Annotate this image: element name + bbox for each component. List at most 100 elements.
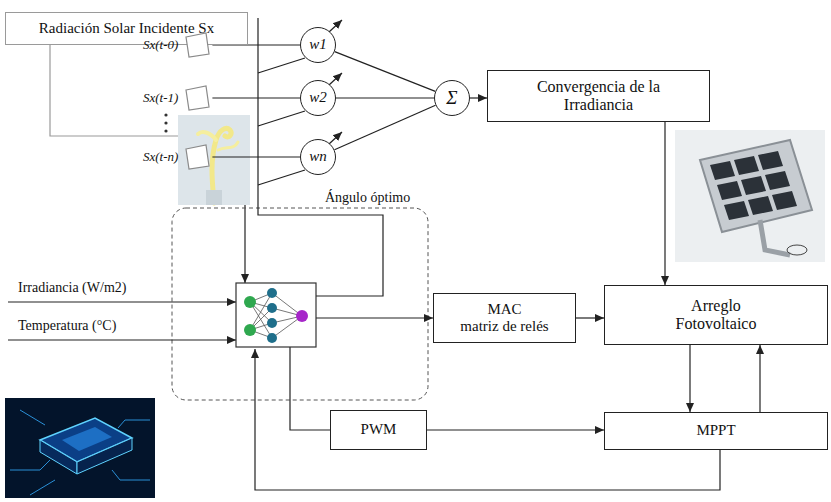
plant-leaf — [218, 142, 238, 150]
process-box: MACmatriz de relés — [433, 293, 576, 343]
chip-core — [62, 427, 112, 451]
sum-circle: Σ — [434, 80, 470, 116]
sample-register — [182, 85, 212, 111]
photo-ground — [178, 115, 250, 205]
connector — [470, 97, 487, 98]
drawing-part — [20, 410, 45, 425]
node-text: Convergencia de la Irradiancia — [514, 78, 684, 115]
register-outline — [186, 86, 209, 110]
connector — [335, 105, 436, 149]
plant-photo — [178, 115, 250, 205]
connector — [689, 345, 690, 412]
signal-arrow — [244, 205, 245, 283]
connector — [664, 122, 665, 285]
node-text: Σ — [446, 87, 457, 109]
connector — [336, 97, 434, 98]
process-box: MPPT — [604, 412, 828, 450]
node-text: MAC — [487, 301, 521, 318]
source-box: Radiación Solar Incidente Sx — [5, 12, 248, 45]
solar-panel-photo — [675, 130, 825, 262]
icon-frame — [236, 283, 316, 347]
drawing-part — [30, 480, 55, 495]
process-box: Convergencia de la Irradiancia — [487, 70, 710, 122]
node-text: wn — [309, 148, 327, 165]
panel-frame — [700, 140, 812, 232]
controller-region — [172, 208, 428, 400]
hidden-neuron — [267, 288, 277, 298]
sample-box: Sx(t-n) — [143, 144, 212, 170]
connector — [335, 52, 436, 92]
node-text: w2 — [309, 89, 327, 106]
input-neuron — [244, 296, 256, 308]
node-text: Arreglo Fotovoltaico — [651, 297, 781, 334]
signal-label: Ángulo óptimo — [325, 190, 410, 206]
panel-stand — [760, 220, 790, 255]
drawing-part — [710, 161, 735, 180]
ellipsis-dot — [164, 121, 167, 124]
weight-circle: w2 — [300, 80, 336, 116]
weight-control — [329, 20, 342, 32]
input-label: Irradiancia (W/m2) — [18, 280, 126, 296]
hidden-neuron — [267, 303, 277, 313]
sample-register — [182, 144, 212, 170]
weight-circle: wn — [300, 139, 336, 175]
signal-arrow — [316, 317, 433, 318]
photo-ground — [5, 398, 155, 498]
output-neuron — [296, 310, 308, 322]
ellipsis-dot — [164, 129, 167, 132]
plant-leaf — [198, 132, 216, 140]
weight-control — [329, 132, 342, 144]
node-text: Sx(t-1) — [143, 91, 178, 106]
drawing-part — [734, 156, 759, 175]
drawing-part — [118, 420, 150, 428]
register-outline — [186, 145, 209, 169]
net-links — [250, 293, 302, 338]
input-lead — [50, 45, 178, 136]
drawing-part — [748, 196, 773, 215]
process-box: PWM — [330, 410, 427, 450]
node-text: w1 — [309, 36, 327, 53]
weight-control — [258, 111, 305, 126]
weight-circle: w1 — [300, 27, 336, 63]
drawing-part — [717, 181, 742, 200]
node-text: Sx(t-n) — [143, 150, 178, 165]
rotation-mark — [787, 245, 807, 255]
photo-ground — [675, 130, 825, 262]
drawing-part — [112, 470, 150, 480]
weight-control — [329, 73, 342, 85]
connector — [212, 156, 300, 157]
signal-arrow — [8, 301, 236, 302]
neural-net-icon — [236, 283, 316, 347]
drawing-part — [758, 151, 783, 170]
sample-box: Sx(t-1) — [143, 85, 212, 111]
node-text: matriz de relés — [460, 318, 548, 335]
drawing-part — [10, 460, 50, 470]
node-text: Sx(t-0) — [143, 38, 178, 53]
input-neuron — [244, 324, 256, 336]
plant-pot — [206, 190, 222, 205]
connector — [427, 429, 604, 430]
signal-wire — [290, 347, 330, 430]
hidden-neuron — [267, 318, 277, 328]
input-label: Temperatura (°C) — [18, 318, 116, 334]
connector — [759, 345, 760, 412]
sample-box: Sx(t-0) — [143, 32, 212, 58]
hidden-neuron — [267, 333, 277, 343]
drawing-part — [724, 201, 749, 220]
weight-control — [258, 58, 305, 73]
drawing-part — [772, 191, 797, 210]
sample-register — [182, 32, 212, 58]
weight-control — [258, 170, 305, 185]
connector — [576, 317, 604, 318]
drawing-part — [741, 176, 766, 195]
node-text: PWM — [361, 421, 397, 438]
chip-image — [5, 398, 155, 498]
node-text: Radiación Solar Incidente Sx — [39, 20, 214, 37]
node-text: MPPT — [696, 422, 735, 439]
drawing-part — [765, 171, 790, 190]
process-box: Arreglo Fotovoltaico — [604, 285, 828, 345]
circuit-traces — [10, 410, 150, 495]
connector — [212, 97, 300, 98]
signal-arrow — [8, 339, 236, 340]
register-outline — [186, 33, 209, 57]
